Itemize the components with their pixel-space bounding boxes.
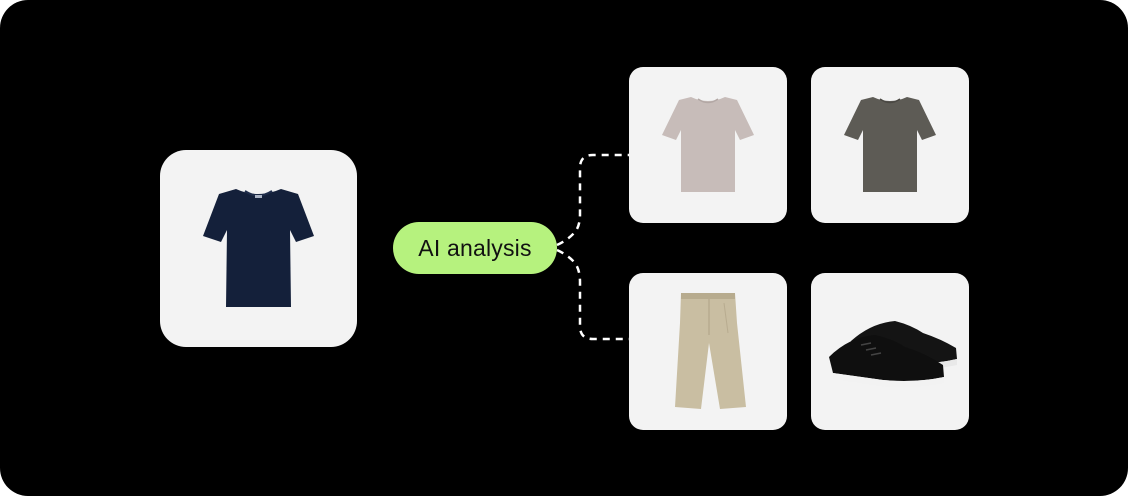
result-card-khaki-trousers[interactable] xyxy=(629,273,787,430)
result-card-dark-olive-tshirt[interactable] xyxy=(811,67,969,223)
navy-tshirt-image xyxy=(203,189,314,307)
black-sneakers-image xyxy=(829,321,957,387)
khaki-trousers-image xyxy=(675,293,746,409)
dark-olive-tshirt-image xyxy=(844,97,936,192)
result-card-beige-tshirt[interactable] xyxy=(629,67,787,223)
beige-tshirt-image xyxy=(662,97,754,192)
connector-to-bottom-row xyxy=(556,248,629,341)
source-item-card[interactable] xyxy=(160,150,357,347)
result-card-black-sneakers[interactable] xyxy=(811,273,969,430)
connector-to-top-row xyxy=(556,153,629,247)
ai-analysis-label: AI analysis xyxy=(393,222,557,274)
